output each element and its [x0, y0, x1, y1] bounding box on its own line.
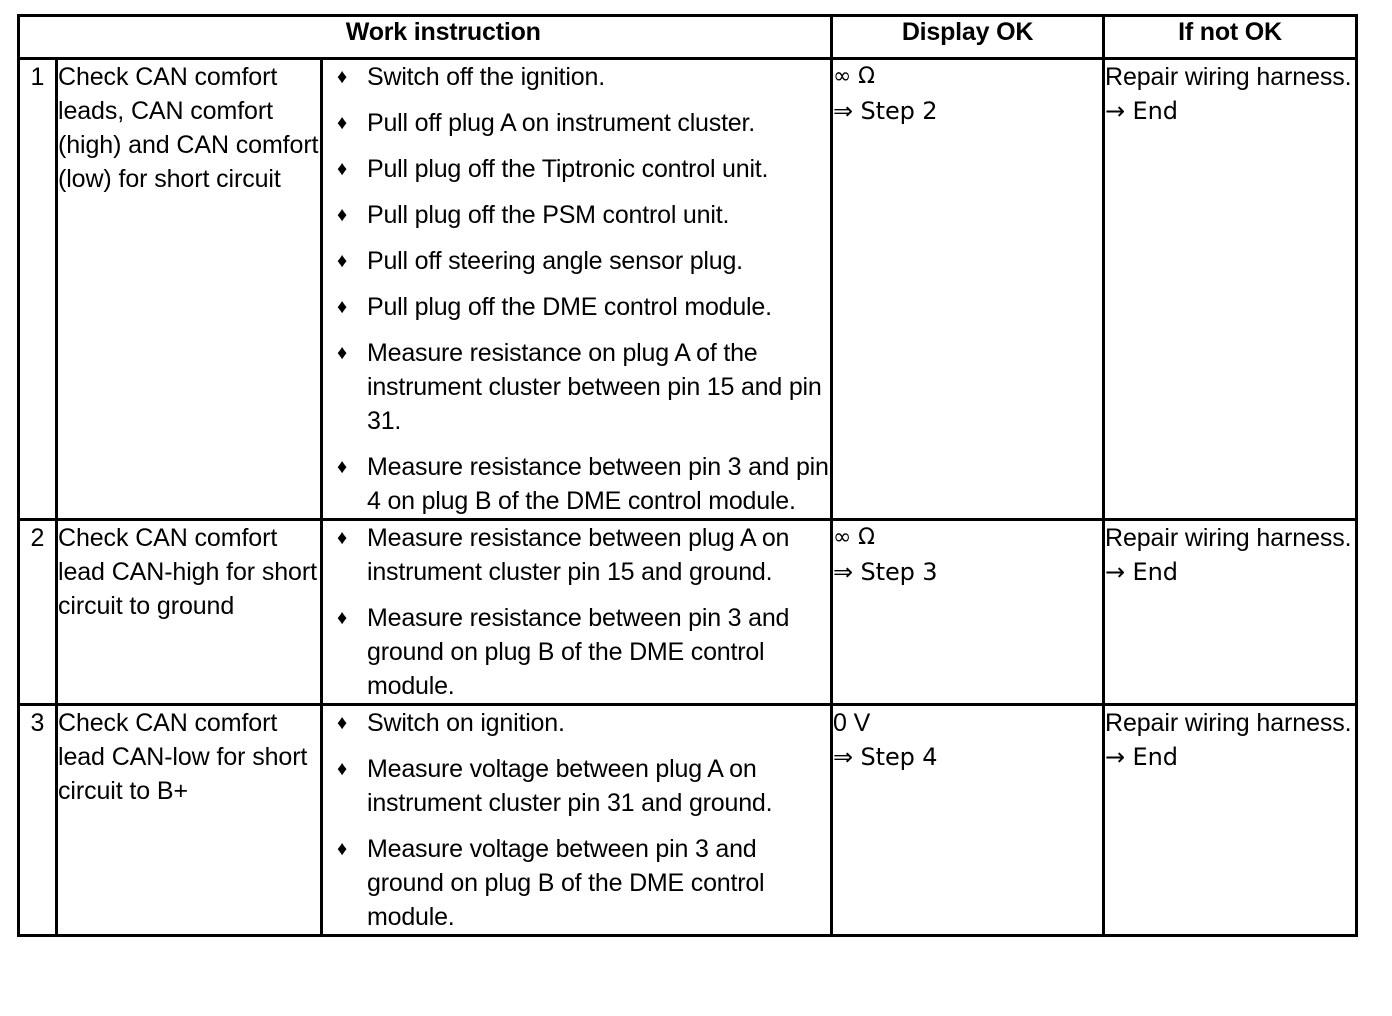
list-item-text: Measure voltage between pin 3 and ground… — [367, 835, 765, 931]
if-not-ok-cell: Repair wiring har­ness. → End — [1102, 518, 1358, 706]
if-not-ok-action: Repair wiring har­ness. — [1105, 709, 1352, 737]
step-list-cell: ♦ Switch off the ignition. ♦ Pull off pl… — [320, 57, 833, 521]
list-item-text: Measure resistance between pin 3 and gro… — [367, 604, 790, 700]
table-row: 2 Check CAN comfort lead CAN-high for sh… — [17, 518, 1358, 706]
list-item-text: Measure resistance between pin 3 and pin… — [367, 453, 829, 515]
task-description: Check CAN comfort lead CAN-low for short… — [55, 703, 323, 937]
header-work-instruction: Work instruction — [56, 14, 833, 60]
if-not-ok-action: Repair wiring har­ness. — [1105, 63, 1352, 91]
list-item-text: Pull plug off the PSM control unit. — [367, 201, 730, 229]
diamond-bullet-icon: ♦ — [337, 296, 348, 318]
list-item: ♦ Pull off plug A on instrument cluster. — [323, 106, 830, 140]
list-item-text: Pull off plug A on instrument cluster. — [367, 109, 756, 137]
diagnostic-procedure-table: Work instruction Display OK If not OK 1 … — [17, 14, 1358, 937]
task-description: Check CAN comfort leads, CAN comfort (hi… — [55, 57, 323, 521]
diamond-bullet-icon: ♦ — [337, 607, 348, 629]
step-list: ♦ Switch off the ignition. ♦ Pull off pl… — [323, 60, 830, 518]
header-display-ok: Display OK — [830, 14, 1105, 60]
header-row: Work instruction Display OK If not OK — [17, 14, 1358, 60]
table-header: Work instruction Display OK If not OK — [17, 14, 1358, 60]
header-number-column — [17, 14, 57, 60]
list-item-text: Switch on ignition. — [367, 709, 565, 737]
list-item: ♦ Switch on ignition. — [323, 706, 830, 740]
list-item-text: Switch off the ignition. — [367, 63, 605, 91]
display-ok-next-step: ⇒ Step 3 — [833, 558, 938, 586]
diamond-bullet-icon: ♦ — [337, 204, 348, 226]
display-ok-cell: ∞ Ω ⇒ Step 2 — [830, 57, 1105, 521]
display-ok-cell: ∞ Ω ⇒ Step 3 — [830, 518, 1105, 706]
if-not-ok-cell: Repair wiring har­ness. → End — [1102, 57, 1358, 521]
list-item-text: Pull plug off the DME control module. — [367, 293, 772, 321]
list-item-text: Pull off steering angle sensor plug. — [367, 247, 743, 275]
if-not-ok-next-step: → End — [1105, 97, 1178, 125]
step-number: 3 — [17, 703, 58, 937]
list-item-text: Pull plug off the Tiptronic control unit… — [367, 155, 769, 183]
step-list: ♦ Measure resistance between plug A on i… — [323, 521, 830, 703]
diamond-bullet-icon: ♦ — [337, 112, 348, 134]
diamond-bullet-icon: ♦ — [337, 66, 348, 88]
diamond-bullet-icon: ♦ — [337, 838, 348, 860]
step-list: ♦ Switch on ignition. ♦ Measure voltage … — [323, 706, 830, 934]
diamond-bullet-icon: ♦ — [337, 456, 348, 478]
display-ok-next-step: ⇒ Step 2 — [833, 97, 938, 125]
display-ok-value: 0 V — [833, 709, 871, 737]
display-ok-next-step: ⇒ Step 4 — [833, 743, 938, 771]
list-item: ♦ Measure resistance between pin 3 and g… — [323, 601, 830, 703]
list-item: ♦ Pull plug off the Tiptronic control un… — [323, 152, 830, 186]
diamond-bullet-icon: ♦ — [337, 712, 348, 734]
if-not-ok-next-step: → End — [1105, 743, 1178, 771]
if-not-ok-cell: Repair wiring har­ness. → End — [1102, 703, 1358, 937]
diamond-bullet-icon: ♦ — [337, 758, 348, 780]
table-row: 1 Check CAN comfort leads, CAN comfort (… — [17, 57, 1358, 521]
if-not-ok-next-step: → End — [1105, 558, 1178, 586]
list-item-text: Measure resistance between plug A on ins… — [367, 524, 790, 586]
display-ok-cell: 0 V ⇒ Step 4 — [830, 703, 1105, 937]
diamond-bullet-icon: ♦ — [337, 527, 348, 549]
list-item: ♦ Measure voltage between pin 3 and grou… — [323, 832, 830, 934]
step-list-cell: ♦ Switch on ignition. ♦ Measure voltage … — [320, 703, 833, 937]
diamond-bullet-icon: ♦ — [337, 250, 348, 272]
list-item: ♦ Pull off steering angle sensor plug. — [323, 244, 830, 278]
diamond-bullet-icon: ♦ — [337, 342, 348, 364]
list-item: ♦ Pull plug off the PSM control unit. — [323, 198, 830, 232]
list-item: ♦ Switch off the ignition. — [323, 60, 830, 94]
list-item: ♦ Measure resistance on plug A of the in… — [323, 336, 830, 438]
list-item-text: Measure resistance on plug A of the inst… — [367, 339, 822, 435]
header-if-not-ok: If not OK — [1102, 14, 1358, 60]
list-item: ♦ Measure resistance between pin 3 and p… — [323, 450, 830, 518]
list-item: ♦ Measure voltage between plug A on inst… — [323, 752, 830, 820]
table-row: 3 Check CAN comfort lead CAN-low for sho… — [17, 703, 1358, 937]
step-number: 2 — [17, 518, 58, 706]
display-ok-value: ∞ Ω — [833, 64, 875, 89]
task-description: Check CAN comfort lead CAN-high for shor… — [55, 518, 323, 706]
display-ok-value: ∞ Ω — [833, 525, 875, 550]
step-list-cell: ♦ Measure resistance between plug A on i… — [320, 518, 833, 706]
list-item: ♦ Measure resistance between plug A on i… — [323, 521, 830, 589]
list-item-text: Measure voltage between plug A on instru… — [367, 755, 773, 817]
table-body: 1 Check CAN comfort leads, CAN comfort (… — [17, 57, 1358, 937]
diamond-bullet-icon: ♦ — [337, 158, 348, 180]
if-not-ok-action: Repair wiring har­ness. — [1105, 524, 1352, 552]
list-item: ♦ Pull plug off the DME control module. — [323, 290, 830, 324]
step-number: 1 — [17, 57, 58, 521]
